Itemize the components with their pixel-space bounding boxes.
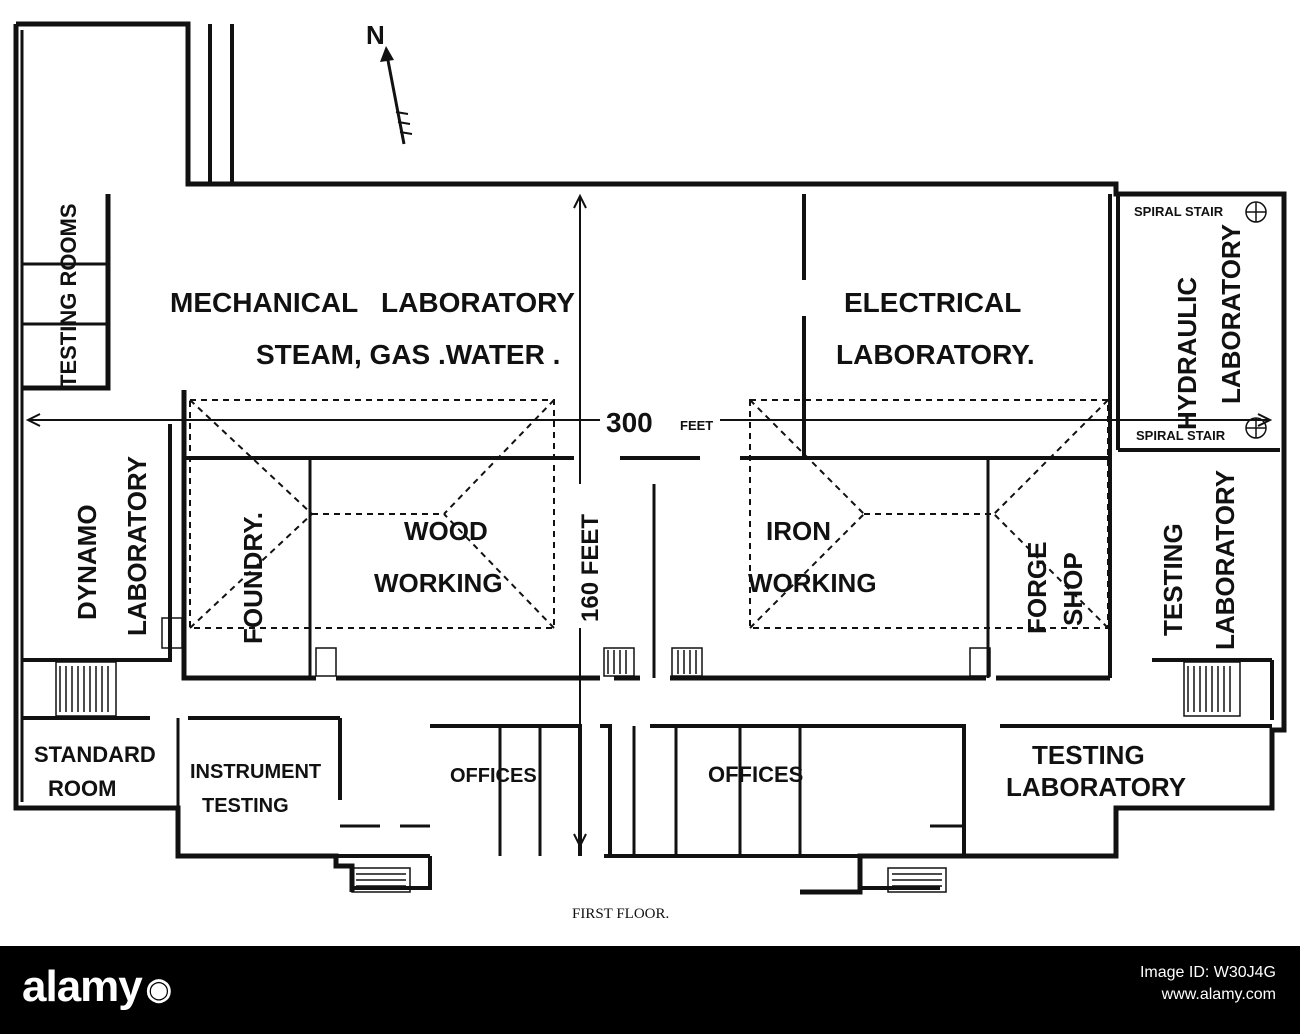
footer-info: Image ID: W30J4G www.alamy.com [1140, 962, 1276, 1006]
label-spiral-stair-bottom: SPIRAL STAIR [1136, 428, 1226, 443]
label-forge: FORGE [1022, 542, 1052, 634]
label-testing-right: TESTING [1158, 523, 1188, 636]
label-standard: STANDARD [34, 742, 156, 767]
footer-bar [0, 946, 1300, 1034]
label-instrument: INSTRUMENT [190, 761, 321, 783]
image-id: Image ID: W30J4G [1139, 964, 1276, 981]
room-labels: TESTING ROOMS MECHANICAL LABORATORY STEA… [34, 203, 1246, 817]
label-standard-room: ROOM [48, 776, 116, 801]
label-wood-working: WORKING [374, 568, 503, 598]
camera-icon: ◉ [145, 972, 172, 1006]
label-forge-shop: SHOP [1058, 552, 1088, 626]
label-mechanical-laboratory: MECHANICAL LABORATORY [170, 287, 575, 318]
label-electrical-laboratory: LABORATORY. [836, 339, 1035, 370]
roof-outlines [189, 399, 1109, 629]
label-testing-rooms: TESTING ROOMS [56, 203, 81, 388]
label-offices-left: OFFICES [450, 765, 537, 787]
label-wood: WOOD [404, 516, 488, 546]
label-testing-bottom-laboratory: LABORATORY [1006, 772, 1186, 802]
label-hydraulic: HYDRAULIC [1172, 277, 1202, 430]
label-foundry: FOUNDRY. [238, 512, 268, 644]
label-testing-right-laboratory: LABORATORY [1210, 470, 1240, 650]
label-spiral-stair-top: SPIRAL STAIR [1134, 204, 1224, 219]
label-hydraulic-laboratory: LABORATORY [1216, 224, 1246, 404]
label-iron-working: WORKING [748, 568, 877, 598]
floor-plan: N TESTING ROOMS MECHANICAL LABORATORY ST… [13, 20, 1287, 922]
label-dim-300-unit: FEET [680, 418, 713, 433]
site-url[interactable]: www.alamy.com [1161, 986, 1276, 1003]
label-dynamo-laboratory: LABORATORY [122, 456, 152, 636]
dimension-labels: 300 FEET 160 FEET [577, 407, 713, 622]
label-dim-160: 160 FEET [577, 514, 604, 622]
outer-walls [13, 21, 1287, 895]
dimension-lines [25, 193, 1273, 849]
label-steam-gas-water: STEAM, GAS .WATER . [256, 339, 560, 370]
label-iron: IRON [766, 516, 831, 546]
label-dynamo: DYNAMO [72, 504, 102, 620]
north-label: N [366, 20, 385, 50]
brand-text: alamy [22, 962, 143, 1011]
north-arrow: N [366, 20, 413, 145]
label-dim-300: 300 [606, 407, 653, 438]
label-electrical: ELECTRICAL [844, 287, 1021, 318]
stairs [55, 201, 1267, 893]
label-instrument-testing: TESTING [202, 795, 289, 817]
brand-logo: alamy◉ [22, 962, 172, 1012]
label-offices-right: OFFICES [708, 762, 803, 787]
caption-first-floor: FIRST FLOOR. [572, 906, 669, 922]
label-testing-bottom: TESTING [1032, 740, 1145, 770]
